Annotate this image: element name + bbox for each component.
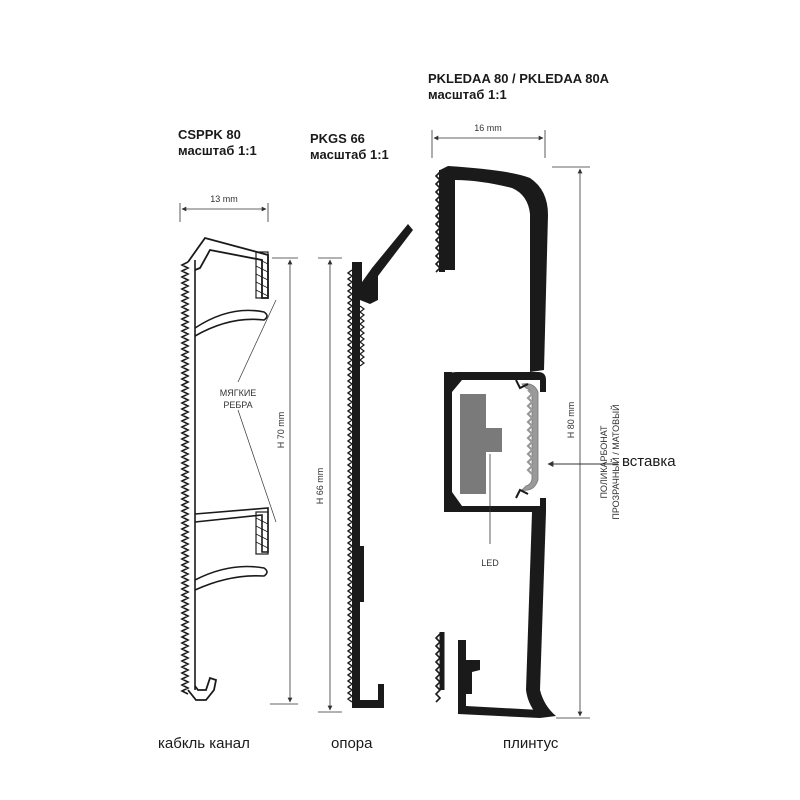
pkgs-title: PKGS 66 масштаб 1:1 bbox=[310, 131, 389, 163]
csppk-caption: кабкль канал bbox=[158, 735, 250, 752]
material-label-line1: ПОЛИКАРБОНАТ bbox=[599, 425, 609, 499]
pkgs-caption: опора bbox=[331, 735, 373, 752]
pkledaa-profile: 16 mm LED bbox=[431, 123, 621, 719]
pkledaa-code: PKLEDAA 80 / PKLEDAA 80A bbox=[428, 71, 610, 86]
pkgs-code: PKGS 66 bbox=[310, 131, 365, 146]
pkledaa-caption: плинтус bbox=[503, 735, 559, 752]
material-label-line2: ПРОЗРАЧНЫЙ / МАТОВЫЙ bbox=[610, 404, 621, 519]
csppk-title: CSPPK 80 масштаб 1:1 bbox=[178, 127, 257, 159]
pkledaa-scale: масштаб 1:1 bbox=[428, 87, 507, 102]
ribs-label-line1: МЯГКИЕ bbox=[220, 388, 257, 398]
pkgs-scale: масштаб 1:1 bbox=[310, 147, 389, 162]
csppk-code: CSPPK 80 bbox=[178, 127, 241, 142]
csppk-width-dim: 13 mm bbox=[210, 194, 238, 204]
pkledaa-width-dim: 16 mm bbox=[474, 123, 502, 133]
csppk-scale: масштаб 1:1 bbox=[178, 143, 257, 158]
pkledaa-height-dim: H 80 mm bbox=[566, 402, 576, 439]
pkledaa-title: PKLEDAA 80 / PKLEDAA 80A масштаб 1:1 bbox=[428, 71, 609, 103]
pkgs-height-dim: H 66 mm bbox=[315, 468, 325, 505]
insert-label: вставка bbox=[622, 453, 676, 470]
csppk-profile: 13 mm МЯГКИЕ РЕБРА bbox=[179, 194, 298, 705]
ribs-label-line2: РЕБРА bbox=[223, 400, 252, 410]
csppk-height-dim: H 70 mm bbox=[276, 412, 286, 449]
pkgs-profile: H 66 mm bbox=[315, 224, 413, 713]
led-label: LED bbox=[481, 558, 499, 568]
